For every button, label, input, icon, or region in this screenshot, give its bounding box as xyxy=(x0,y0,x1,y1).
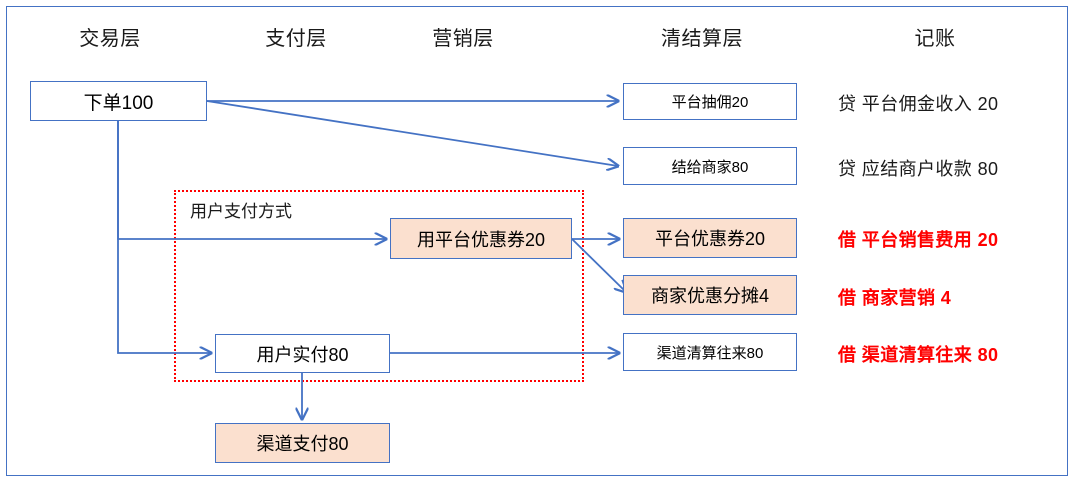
node-channel-pay-label: 渠道支付80 xyxy=(256,434,349,454)
node-merchant-share-label: 商家优惠分摊4 xyxy=(650,286,769,306)
node-order-label: 下单100 xyxy=(83,92,154,114)
node-channel-pay[interactable]: 渠道支付80 xyxy=(215,423,390,463)
outer-frame xyxy=(6,6,1068,476)
ledger-entry-share: 借 商家营销 4 xyxy=(838,288,952,308)
node-platform-commission-label: 平台抽佣20 xyxy=(671,94,749,111)
node-platform-coupon-label: 平台优惠券20 xyxy=(654,229,766,249)
node-use-coupon-label: 用平台优惠券20 xyxy=(416,229,546,250)
node-platform-coupon[interactable]: 平台优惠券20 xyxy=(623,218,797,258)
node-user-paid[interactable]: 用户实付80 xyxy=(215,334,390,373)
node-channel-clearing-label: 渠道清算往来80 xyxy=(656,344,764,362)
ledger-entry-coupon: 借 平台销售费用 20 xyxy=(838,230,999,250)
node-use-coupon[interactable]: 用平台优惠券20 xyxy=(390,218,572,259)
node-user-paid-label: 用户实付80 xyxy=(256,344,349,365)
ledger-entry-clearing: 借 渠道清算往来 80 xyxy=(838,345,999,365)
node-merchant-share[interactable]: 商家优惠分摊4 xyxy=(623,275,797,315)
column-header-marketing: 营销层 xyxy=(432,28,494,50)
column-header-trade: 交易层 xyxy=(79,28,141,50)
node-settle-merchant-label: 结给商家80 xyxy=(671,158,749,176)
node-platform-commission[interactable]: 平台抽佣20 xyxy=(623,83,797,120)
group-box-label: 用户支付方式 xyxy=(190,202,292,221)
node-settle-merchant[interactable]: 结给商家80 xyxy=(623,147,797,185)
node-order[interactable]: 下单100 xyxy=(30,81,207,121)
column-header-ledger: 记账 xyxy=(914,28,956,50)
node-channel-clearing[interactable]: 渠道清算往来80 xyxy=(623,333,797,371)
ledger-entry-commission: 贷 平台佣金收入 20 xyxy=(838,94,999,114)
ledger-entry-merchant: 贷 应结商户收款 80 xyxy=(838,159,999,179)
column-header-settlement: 清结算层 xyxy=(661,28,743,50)
column-header-payment: 支付层 xyxy=(265,28,327,50)
